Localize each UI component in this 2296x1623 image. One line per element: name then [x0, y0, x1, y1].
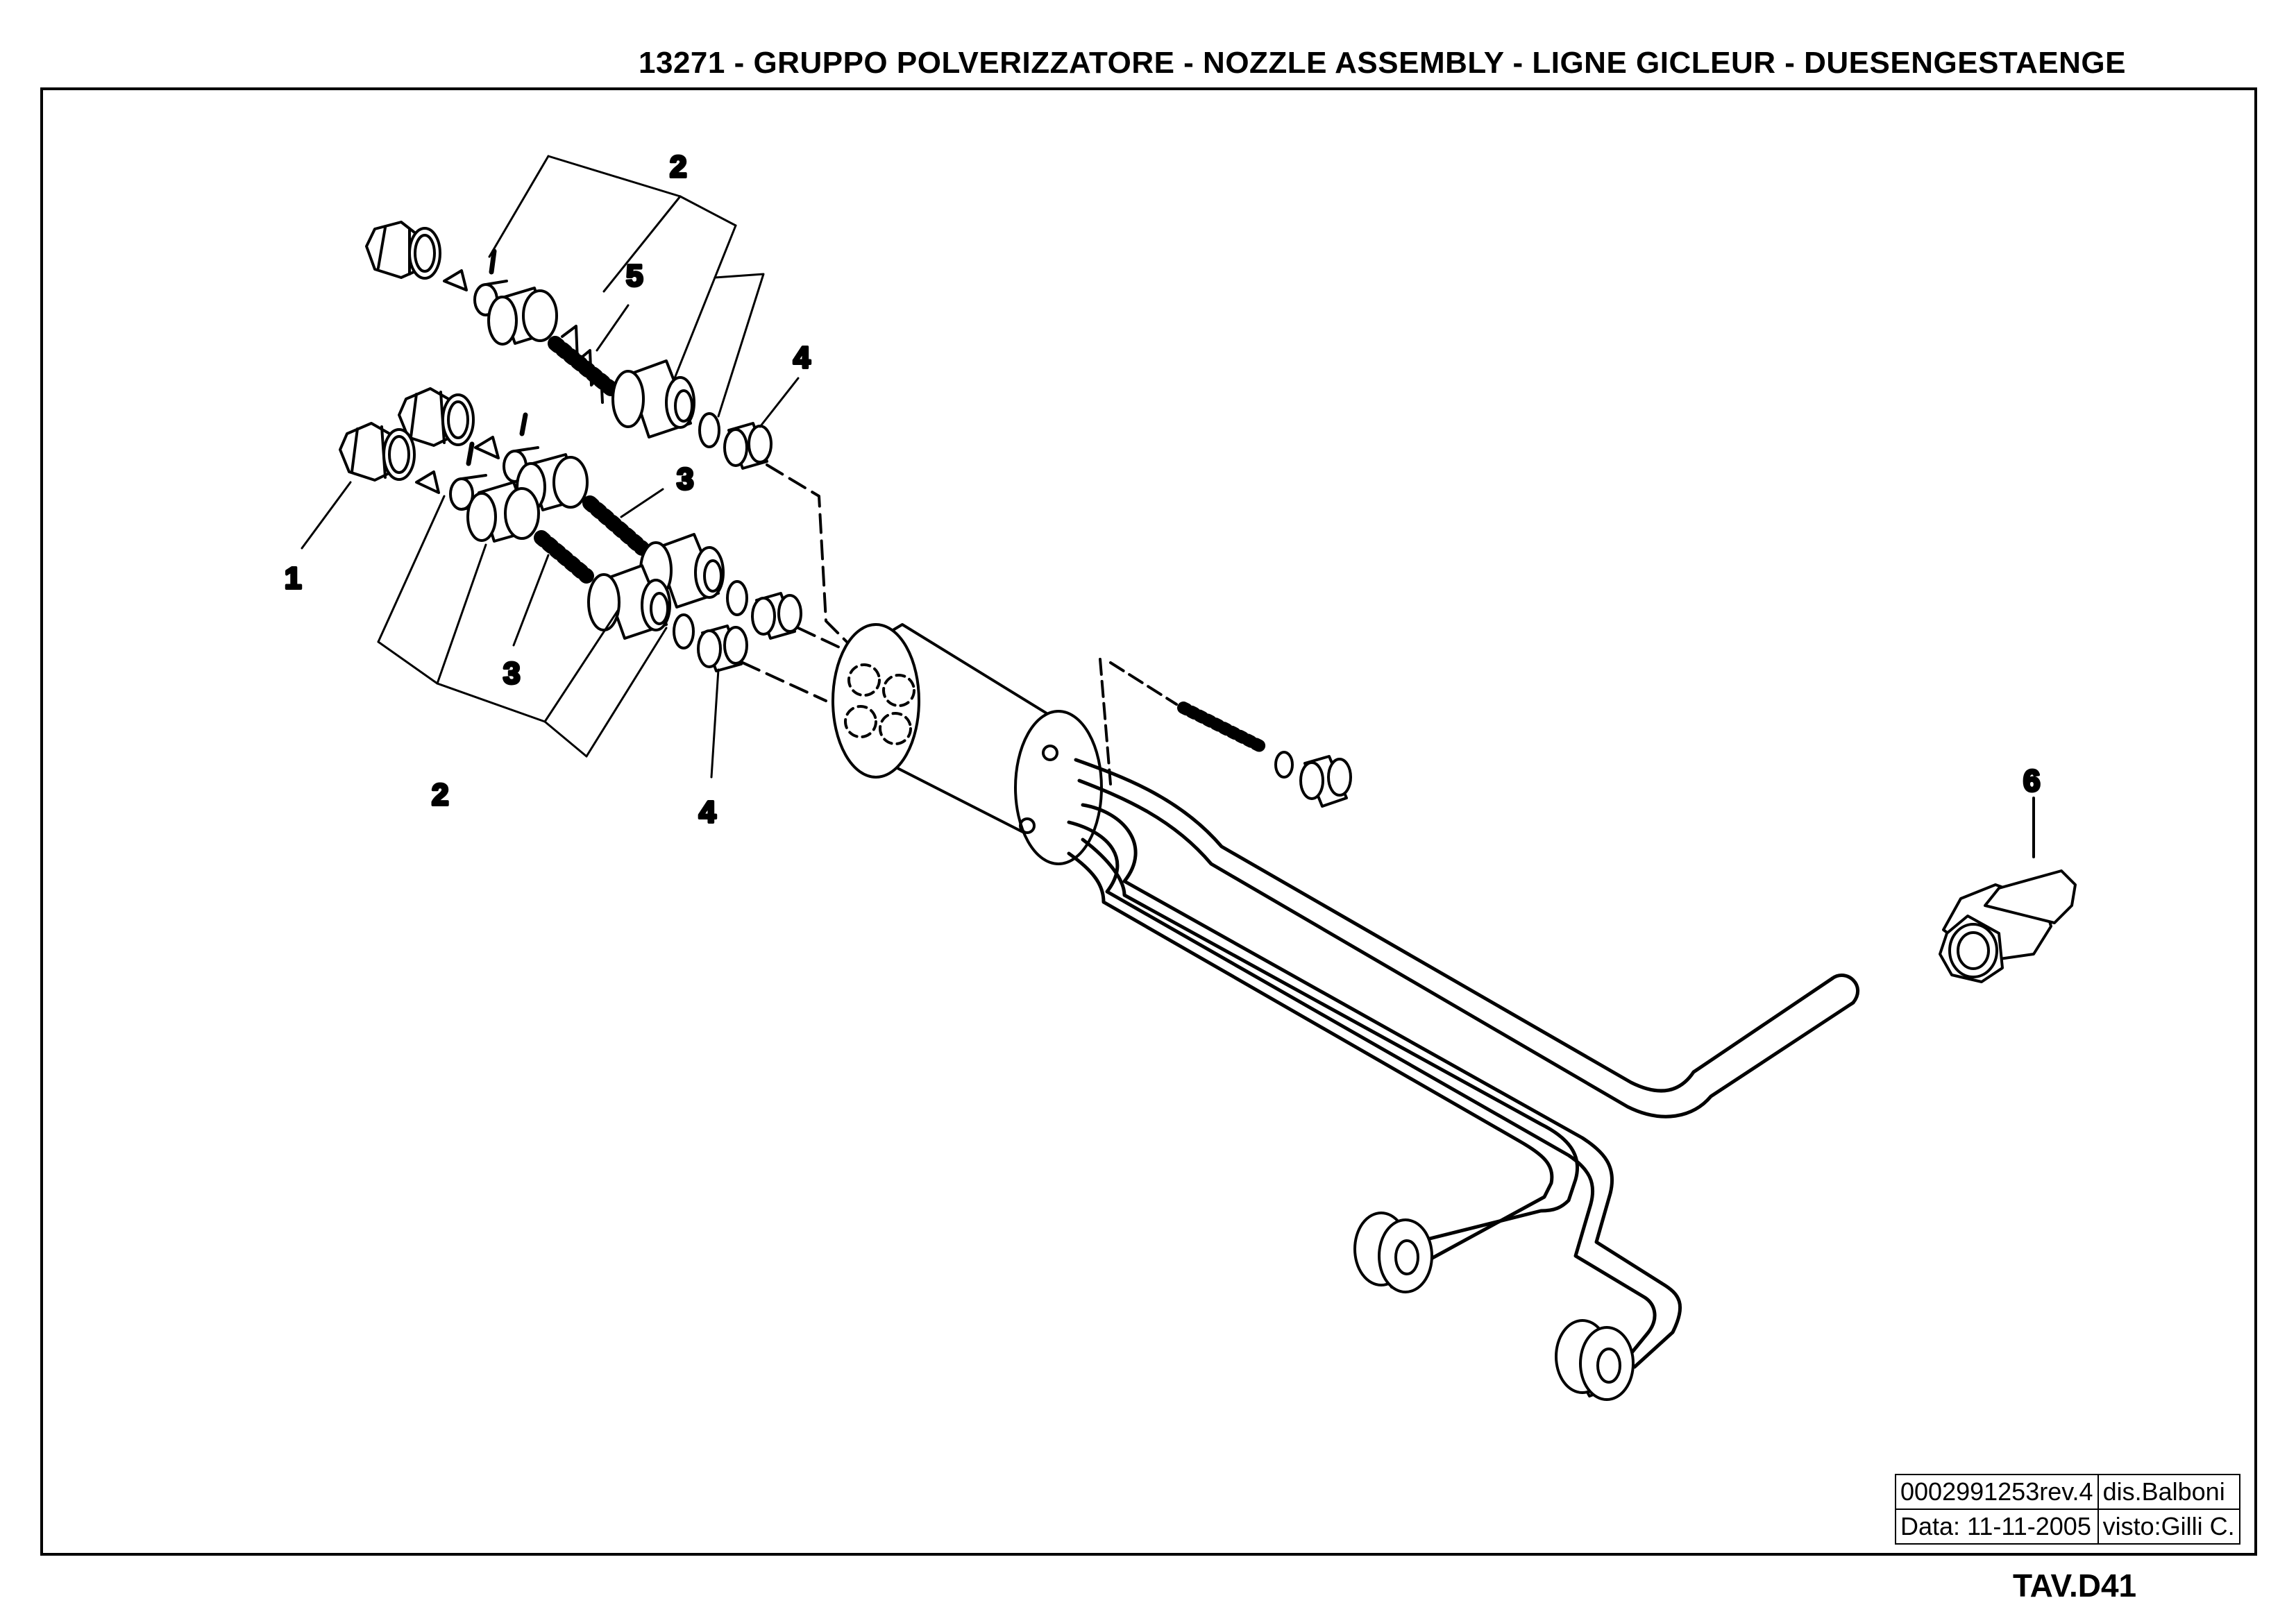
union-fitting	[1939, 797, 2077, 983]
needle-tip-middle	[474, 436, 500, 459]
plunger-upper	[487, 287, 558, 346]
assembly-path-lower	[741, 661, 827, 702]
drawing-date: Data: 11-11-2005	[1895, 1509, 2099, 1545]
sleeve-middle	[751, 592, 802, 640]
page-title: 13271 - GRUPPO POLVERIZZATORE - NOZZLE A…	[639, 46, 2127, 80]
assembly-path-upper	[766, 464, 855, 650]
pin-lower	[466, 441, 475, 466]
spring-upper	[548, 325, 618, 404]
drawing-number: 0002991253rev.4	[1895, 1474, 2099, 1510]
plunger-middle	[516, 453, 589, 512]
sleeve-upper	[723, 422, 773, 470]
nozzle-body-upper	[611, 359, 695, 439]
sleeve-lower	[697, 624, 748, 672]
bleed-screw	[1099, 658, 1352, 808]
hex-nut-lower	[339, 422, 416, 482]
spring-lower	[534, 530, 594, 584]
callout-6: 6	[2023, 764, 2040, 798]
spring-middle	[582, 495, 650, 556]
banjo-right	[1555, 1319, 1635, 1401]
needle-tip-lower	[415, 470, 440, 494]
checked-by: visto:Gilli C.	[2097, 1509, 2240, 1545]
upper-nozzle-row	[365, 221, 855, 650]
plunger-lower	[466, 481, 540, 543]
banjo-left	[1353, 1212, 1433, 1293]
drawn-by: dis.Balboni	[2097, 1474, 2240, 1510]
callout-3-lower: 3	[503, 656, 520, 690]
callout-1: 1	[285, 561, 301, 595]
callout-4-lower: 4	[699, 795, 716, 829]
lower-nozzle-row	[339, 422, 827, 702]
drawing-frame	[40, 87, 2257, 1556]
pin-upper	[489, 248, 497, 275]
leader-lines	[301, 155, 800, 779]
hex-nut-middle	[398, 387, 475, 447]
hex-nut-upper	[365, 221, 441, 280]
o-ring-lower	[673, 613, 695, 649]
injector-block	[832, 623, 1103, 865]
callout-2-top: 2	[670, 150, 686, 184]
callout-4-upper: 4	[793, 341, 811, 375]
callout-3-upper: 3	[677, 462, 693, 496]
title-block: 0002991253rev.4 dis.Balboni Data: 11-11-…	[1895, 1474, 2240, 1545]
needle-tip-upper	[443, 269, 468, 291]
callout-5: 5	[626, 259, 643, 293]
nozzle-body-lower	[587, 564, 671, 640]
nozzle-pipes	[1067, 758, 1859, 1373]
o-ring-middle	[726, 580, 748, 616]
sheet-code: TAV.D41	[2013, 1567, 2137, 1604]
callout-2-bottom: 2	[432, 778, 448, 812]
pin-middle	[519, 412, 528, 436]
o-ring-upper	[698, 412, 720, 448]
